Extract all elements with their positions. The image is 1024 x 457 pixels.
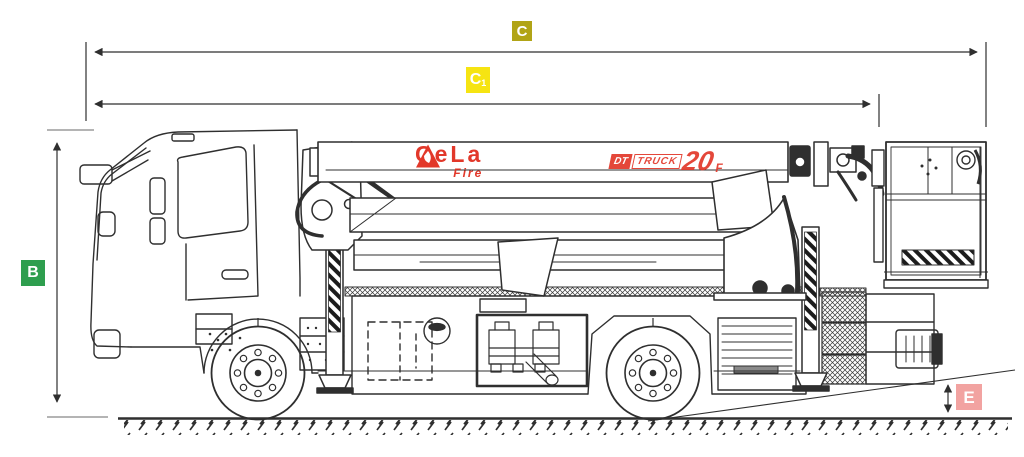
brand-triangle-icon — [416, 144, 440, 168]
mesh-panel-1 — [821, 291, 867, 323]
boom-section-1 — [317, 141, 789, 183]
basket-mount — [871, 149, 885, 187]
door-handle — [221, 269, 249, 280]
pedestal-base — [713, 292, 807, 301]
diamond-plate — [497, 237, 559, 297]
dimension-label-c: C — [512, 21, 532, 41]
hub-center — [254, 369, 262, 377]
model-logo: DT TRUCK 20 F — [608, 146, 723, 176]
front-lamp — [93, 329, 121, 359]
boom-assembly — [295, 141, 885, 301]
pedestal-edge — [782, 195, 800, 294]
roller-shutter-compartment — [717, 317, 797, 391]
brand-logo: CeLa Fire — [415, 143, 484, 180]
dashed-compartment-lines — [399, 321, 417, 381]
dimension-label-c1-subscript: 1 — [481, 78, 487, 88]
front-wheel — [210, 318, 306, 421]
turret-pivot — [311, 199, 333, 221]
door-seams — [185, 144, 259, 301]
stabilizer-pad — [316, 387, 354, 394]
cab-underbody — [130, 346, 205, 374]
dimension-lines — [47, 42, 1016, 422]
departure-angle-line — [647, 369, 1016, 422]
bed-outline-left — [351, 295, 589, 395]
rear-wheel — [605, 317, 701, 421]
rotator-head — [789, 141, 885, 202]
boom-section-2 — [349, 197, 771, 233]
bed-plate — [479, 298, 527, 313]
boom-rest-pedestal — [723, 197, 801, 297]
basket-floor — [883, 279, 989, 289]
basket-rails — [886, 147, 986, 201]
brand-sub-name: Fire — [453, 166, 484, 180]
roof-vent — [171, 133, 195, 142]
pillar-deflector-2 — [149, 217, 166, 245]
mirror — [79, 164, 113, 185]
shutter-handle — [733, 365, 779, 374]
pump-module-box — [475, 313, 589, 388]
stabilizer-foot — [318, 374, 352, 389]
basket-warning-stripe — [901, 249, 975, 266]
chassis-box — [299, 317, 345, 371]
filler-cap-circle — [423, 317, 451, 345]
reel-bracket — [931, 333, 943, 365]
basket-mount-post — [873, 187, 884, 263]
dimension-label-e-text: E — [963, 387, 975, 407]
model-suffix: F — [715, 161, 723, 175]
model-prefix: DT — [608, 154, 633, 169]
cab-front-profile — [90, 129, 298, 348]
truck-bed — [317, 286, 943, 395]
hose-reel-lines — [905, 335, 931, 363]
model-word: TRUCK — [631, 154, 683, 169]
roller-shutter-slats — [721, 325, 793, 375]
lower-mirror — [97, 211, 116, 237]
rear-compartment — [865, 293, 935, 385]
pillar-deflector-1 — [149, 177, 166, 215]
side-window — [176, 146, 249, 239]
dimension-label-b-text: B — [27, 264, 39, 281]
cab-rear-edge — [296, 129, 301, 297]
dimension-label-c-text: C — [516, 22, 528, 40]
mesh-panel-3 — [821, 354, 867, 385]
ground-hatching — [124, 420, 1008, 435]
ground — [118, 417, 1012, 435]
basket-dots — [920, 158, 938, 176]
mirror-arms — [111, 150, 151, 182]
bed-outline-right — [711, 295, 807, 395]
rear-wheel-arch — [587, 315, 713, 395]
pump-module-detail — [488, 321, 560, 386]
boom-2-taper — [349, 197, 397, 233]
model-number: 20 — [680, 146, 717, 176]
front-stabilizer — [316, 228, 354, 394]
front-wheel-arch — [203, 318, 313, 374]
work-basket — [871, 141, 989, 289]
mesh-panel-2 — [821, 322, 867, 355]
dimension-label-e: E — [956, 384, 982, 410]
rivet-dots — [208, 332, 242, 352]
dimension-label-b: B — [21, 260, 45, 286]
dimension-label-c1-text: C — [469, 71, 482, 88]
wheel-bolts — [233, 348, 283, 398]
cab — [79, 129, 345, 374]
filler-cap — [428, 322, 446, 332]
